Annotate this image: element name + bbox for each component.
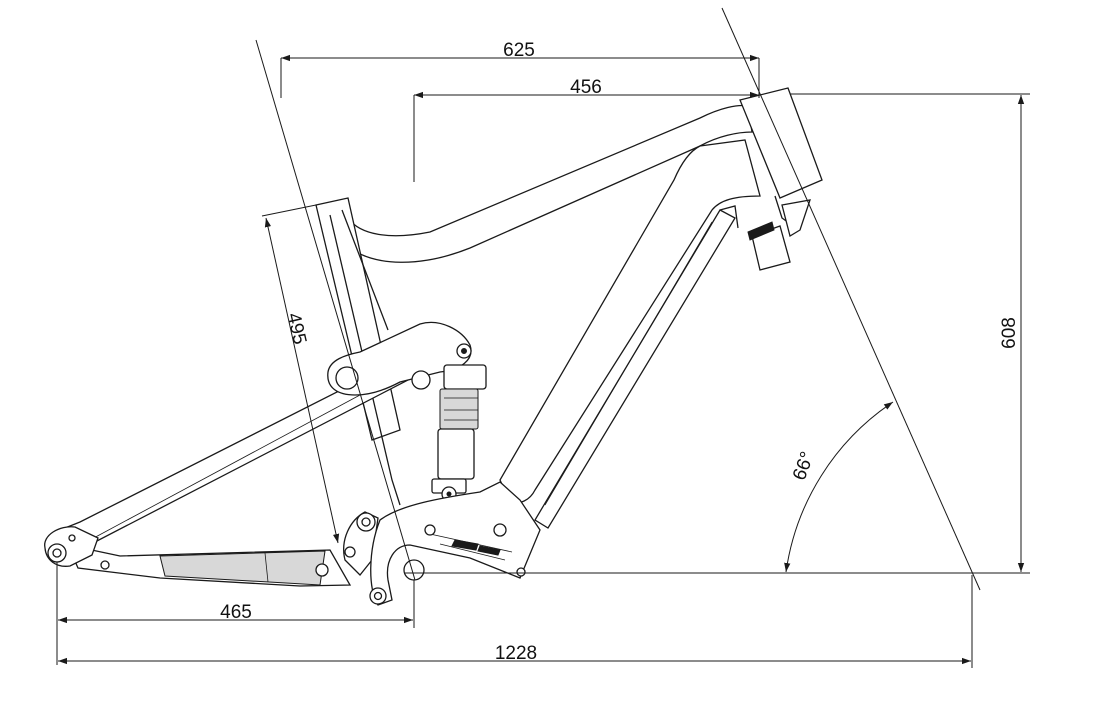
dim-label-66-deg: 66° — [789, 449, 819, 483]
top-tube — [347, 104, 753, 263]
rear-shock — [431, 364, 487, 502]
dim-label-608: 608 — [999, 317, 1020, 349]
headset-detail — [719, 199, 811, 271]
dim-label-1228: 1228 — [495, 643, 537, 664]
dimension-625: 625 — [280, 40, 760, 98]
bike-frame — [44, 87, 823, 606]
pivot-rocker-front — [335, 366, 359, 390]
dimension-1228: 1228 — [58, 575, 973, 668]
dimension-66-angle: 66° — [784, 401, 894, 573]
down-tube — [499, 139, 761, 504]
head-tube — [739, 87, 823, 199]
dimension-456: 456 — [413, 77, 759, 182]
dimension-495: 495 — [261, 204, 340, 544]
dim-label-456: 456 — [570, 77, 602, 98]
dim-label-465: 465 — [220, 602, 252, 623]
rocker-link — [327, 321, 472, 396]
pivot-rocker-mid — [411, 370, 431, 390]
dim-label-625: 625 — [503, 40, 535, 61]
dimension-608: 608 — [790, 93, 1030, 574]
dim-label-495: 495 — [283, 311, 311, 347]
dimension-465: 465 — [56, 562, 415, 665]
